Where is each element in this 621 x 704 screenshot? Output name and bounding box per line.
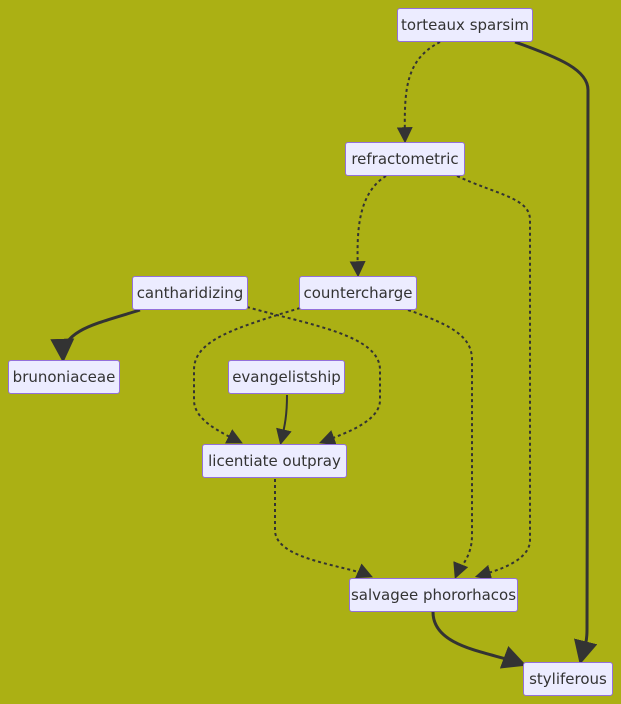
- node-evangelistship[interactable]: evangelistship: [228, 360, 345, 394]
- node-refractometric[interactable]: refractometric: [345, 142, 465, 176]
- edge-torteaux-sparsim-to-styliferous: [514, 40, 598, 665]
- edge-licentiate-outpray-to-salvagee-phororhacos: [274, 479, 373, 579]
- edge-refractometric-to-countercharge: [349, 175, 387, 278]
- node-styliferous[interactable]: styliferous: [523, 662, 613, 696]
- node-licentiate-outpray[interactable]: licentiate outpray: [202, 444, 347, 478]
- edge-countercharge-to-licentiate-outpray: [193, 307, 301, 444]
- edge-countercharge-to-salvagee-phororhacos: [407, 309, 473, 579]
- node-salvagee-phororhacos[interactable]: salvagee phororhacos: [349, 578, 518, 612]
- edge-cantharidizing-to-licentiate-outpray: [246, 306, 381, 446]
- edge-salvagee-phororhacos-to-styliferous: [431, 611, 527, 669]
- node-brunoniaceae[interactable]: brunoniaceae: [8, 360, 120, 394]
- node-countercharge[interactable]: countercharge: [299, 276, 417, 310]
- edge-cantharidizing-to-brunoniaceae: [50, 308, 141, 363]
- node-cantharidizing[interactable]: cantharidizing: [132, 276, 248, 310]
- node-torteaux-sparsim[interactable]: torteaux sparsim: [397, 8, 533, 42]
- edge-evangelistship-to-licentiate-outpray: [276, 394, 292, 446]
- edge-refractometric-to-salvagee-phororhacos: [456, 175, 531, 581]
- edge-torteaux-sparsim-to-refractometric: [396, 41, 441, 144]
